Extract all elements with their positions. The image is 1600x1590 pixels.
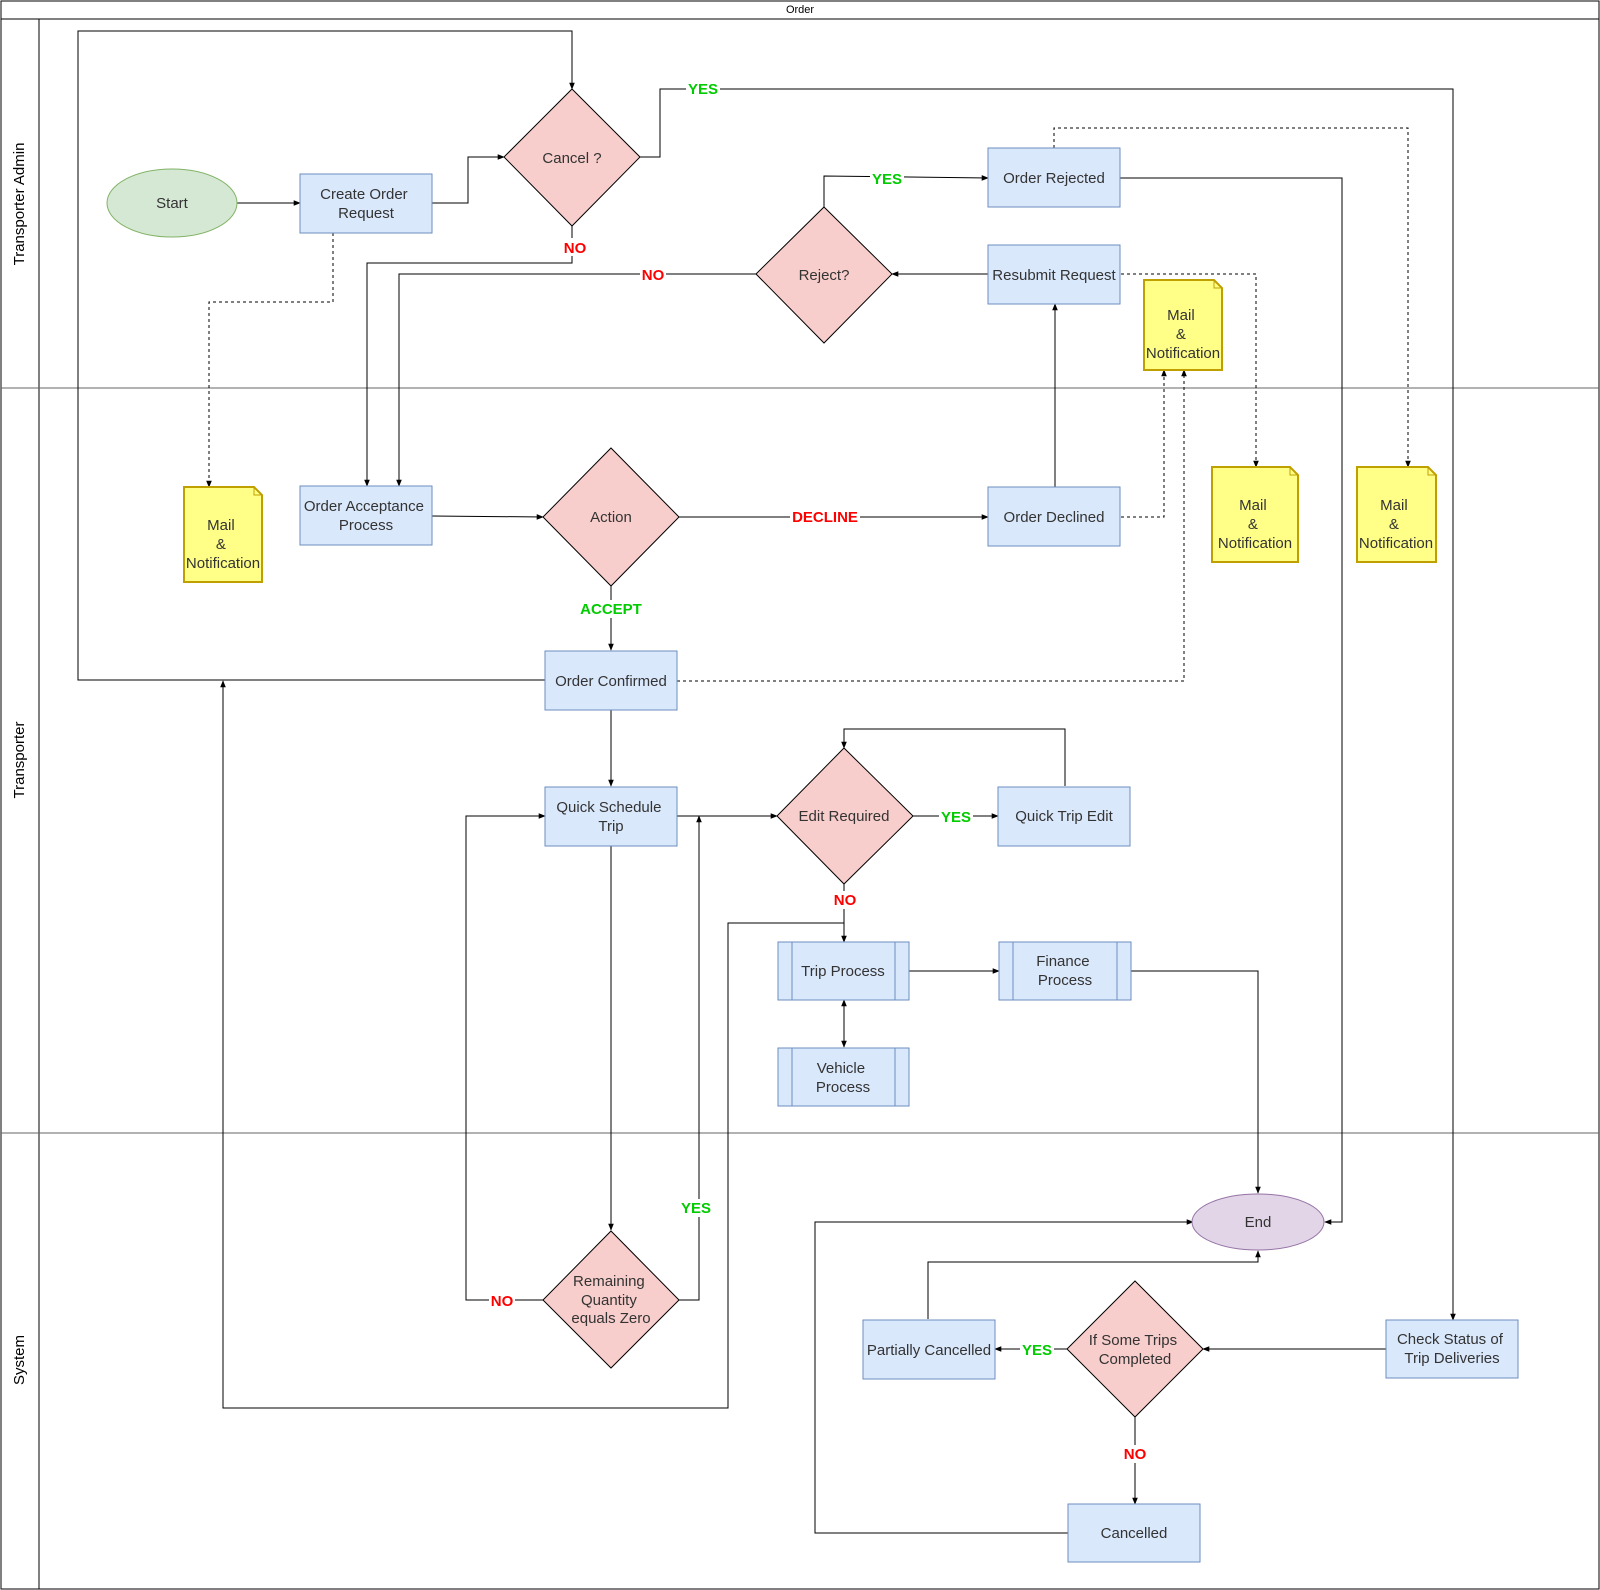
pool-title: Order	[786, 4, 814, 16]
edit-no-label: NO	[834, 892, 857, 909]
start-node[interactable]: Start	[106, 168, 238, 238]
trips-yes-label: YES	[1022, 1342, 1052, 1359]
cancel-no-label: NO	[564, 240, 587, 257]
partially-cancelled-label: Partially Cancelled	[867, 1342, 991, 1359]
lane-label-system: System	[11, 1335, 28, 1385]
finance-process-label: Finance Process	[1036, 953, 1094, 989]
vehicle-process-node[interactable]: Vehicle Process	[777, 1047, 910, 1107]
edge-remaining-yes	[679, 815, 702, 1301]
resubmit-request-node[interactable]: Resubmit Request	[987, 244, 1121, 305]
edit-required-label: Edit Required	[799, 808, 890, 825]
cancelled-node[interactable]: Cancelled	[1067, 1503, 1201, 1563]
order-declined-label: Order Declined	[1004, 509, 1105, 526]
order-confirmed-label: Order Confirmed	[555, 673, 667, 690]
cancel-label: Cancel ?	[542, 150, 601, 167]
some-trips-label: If Some Trips Completed	[1089, 1332, 1182, 1368]
quick-schedule-trip-node[interactable]: Quick Schedule Trip	[544, 786, 678, 847]
order-rejected-node[interactable]: Order Rejected	[987, 147, 1121, 208]
quick-trip-edit-label: Quick Trip Edit	[1015, 808, 1113, 825]
edge-create-cancel	[432, 154, 505, 204]
quick-trip-edit-node[interactable]: Quick Trip Edit	[997, 786, 1131, 847]
mail-note-1-label: Mail & Notification	[1146, 307, 1220, 362]
edit-required-decision[interactable]: Edit Required	[776, 747, 914, 885]
edge-tripedit-edit	[841, 728, 1066, 786]
remaining-quantity-label: Remaining Quantity equals Zero	[571, 1273, 650, 1327]
trip-process-node[interactable]: Trip Process	[777, 941, 910, 1001]
resubmit-label: Resubmit Request	[992, 267, 1116, 284]
edge-loop-confirmed	[220, 680, 844, 1409]
start-label: Start	[156, 195, 189, 212]
finance-process-node[interactable]: Finance Process	[998, 941, 1132, 1001]
reject-no-label: NO	[642, 267, 665, 284]
action-decision[interactable]: Action	[542, 447, 680, 587]
cancelled-label: Cancelled	[1101, 1525, 1168, 1542]
cancel-yes-label: YES	[688, 81, 718, 98]
edge-acceptance-action	[431, 514, 544, 520]
lane-label-transporter-admin: Transporter Admin	[11, 143, 28, 266]
edge-cancelled-end	[814, 1219, 1194, 1534]
order-acceptance-label: Order Acceptance Process	[304, 498, 428, 534]
reject-label: Reject?	[799, 267, 850, 284]
quick-schedule-label: Quick Schedule Trip	[556, 799, 665, 835]
vehicle-process-label: Vehicle Process	[816, 1060, 870, 1096]
cancel-decision[interactable]: Cancel ?	[503, 88, 641, 227]
edge-labels: YES NO YES NO DECLINE ACCEPT YES NO YES …	[489, 79, 1148, 1463]
end-label: End	[1245, 1214, 1272, 1231]
mail-note-2-label: Mail & Notification	[186, 517, 260, 572]
edge-dash-resubmit-mail	[1121, 273, 1259, 468]
lane-label-transporter: Transporter	[11, 722, 28, 799]
edge-reject-yes	[823, 175, 989, 207]
edge-reject-no	[396, 273, 756, 487]
mail-notification-note-2[interactable]: Mail & Notification	[183, 486, 263, 583]
partially-cancelled-node[interactable]: Partially Cancelled	[862, 1319, 996, 1380]
some-trips-completed-decision[interactable]: If Some Trips Completed	[1066, 1280, 1204, 1418]
create-order-label: Create Order Request	[320, 186, 412, 222]
edge-dash-declined-mail	[1121, 369, 1167, 518]
trip-process-label: Trip Process	[801, 963, 885, 980]
edge-rejected-end	[1120, 177, 1343, 1225]
remaining-quantity-decision[interactable]: Remaining Quantity equals Zero	[542, 1230, 680, 1369]
reject-yes-label: YES	[872, 171, 902, 188]
mail-note-4-label: Mail & Notification	[1359, 497, 1433, 552]
decline-label: DECLINE	[792, 509, 858, 526]
trips-no-label: NO	[1124, 1446, 1147, 1463]
edge-partial-end	[927, 1250, 1261, 1319]
mail-note-3-label: Mail & Notification	[1218, 497, 1292, 552]
remaining-yes-label: YES	[681, 1200, 711, 1217]
mail-notification-note-3[interactable]: Mail & Notification	[1211, 466, 1299, 563]
reject-decision[interactable]: Reject?	[755, 206, 893, 344]
check-status-label: Check Status of Trip Deliveries	[1397, 1331, 1507, 1367]
edge-finance-end	[1131, 970, 1261, 1194]
remaining-no-label: NO	[491, 1293, 514, 1310]
order-confirmed-node[interactable]: Order Confirmed	[544, 650, 678, 711]
order-declined-node[interactable]: Order Declined	[987, 486, 1121, 547]
action-label: Action	[590, 509, 632, 526]
order-acceptance-node[interactable]: Order Acceptance Process	[299, 485, 433, 546]
order-rejected-label: Order Rejected	[1003, 170, 1105, 187]
end-node[interactable]: End	[1191, 1193, 1325, 1251]
edge-dash-confirmed-mail	[677, 369, 1187, 682]
edit-yes-label: YES	[941, 809, 971, 826]
check-status-node[interactable]: Check Status of Trip Deliveries	[1385, 1319, 1519, 1379]
edge-cancel-yes	[640, 88, 1456, 1321]
accept-label: ACCEPT	[580, 601, 642, 618]
edge-confirmed-cancel	[77, 30, 575, 681]
create-order-request-node[interactable]: Create Order Request	[299, 173, 433, 234]
mail-notification-note-1[interactable]: Mail & Notification	[1143, 279, 1223, 371]
mail-notification-note-4[interactable]: Mail & Notification	[1356, 466, 1437, 563]
